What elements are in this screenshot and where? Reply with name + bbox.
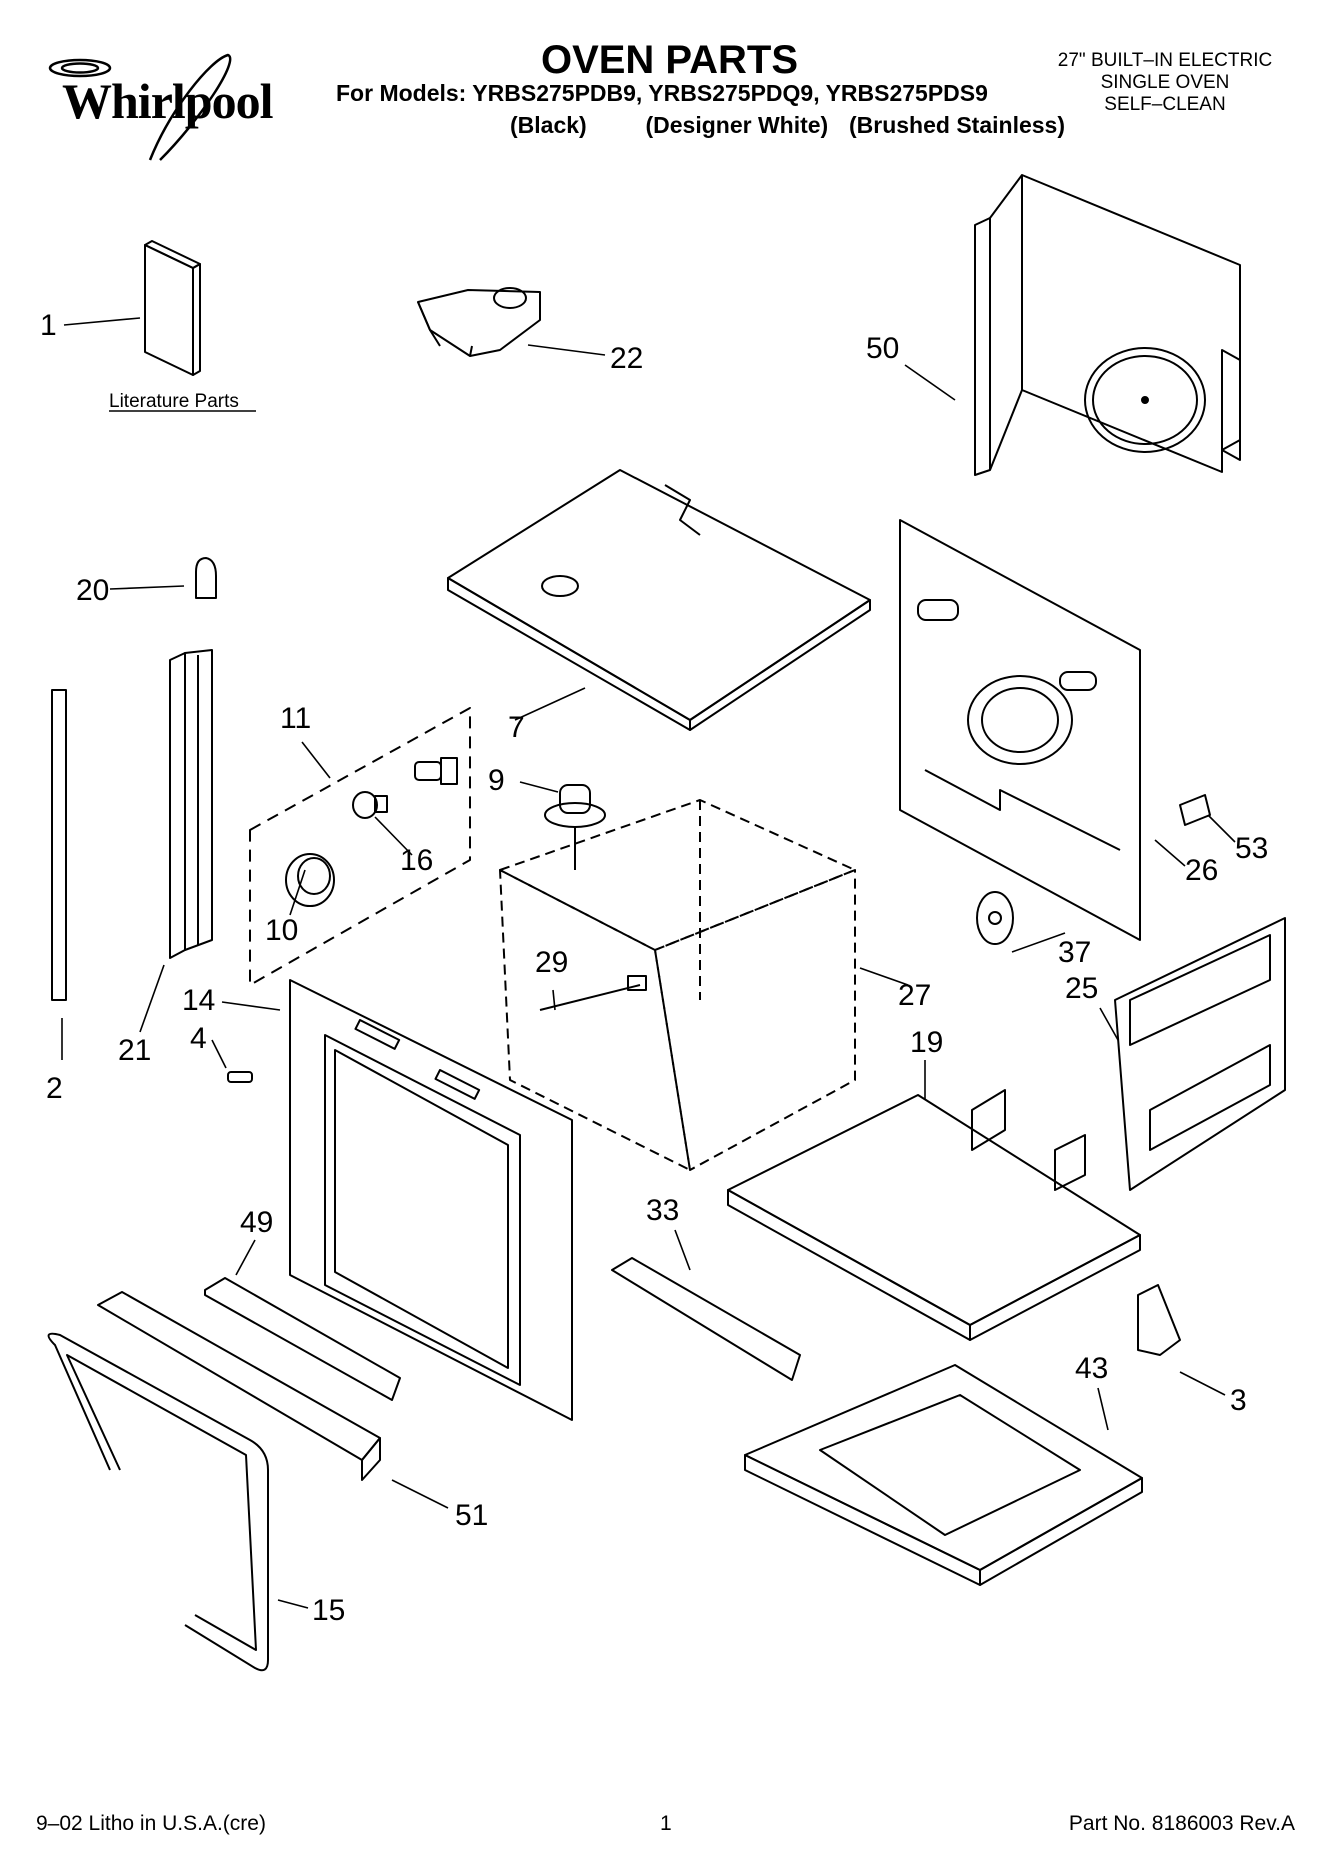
callout-10: 10 <box>265 914 298 947</box>
callout-19: 19 <box>910 1026 943 1059</box>
callout-22: 22 <box>610 342 643 375</box>
callout-27: 27 <box>898 979 931 1012</box>
spec-line: SINGLE OVEN <box>1100 72 1230 93</box>
callout-2: 2 <box>46 1072 63 1105</box>
page-title: OVEN PARTS <box>540 38 799 82</box>
callout-49: 49 <box>240 1206 273 1239</box>
leader-arrows <box>61 317 1236 1609</box>
callout-16: 16 <box>400 844 433 877</box>
part-15-gasket <box>47 1332 269 1672</box>
literature-label: Literature Parts <box>109 391 239 412</box>
part-9-element <box>544 784 606 870</box>
finish-row: (Black) (Designer White) (Brushed Stainl… <box>510 112 1065 139</box>
model-list: For Models: YRBS275PDB9, YRBS275PDQ9, YR… <box>336 80 988 106</box>
part-27-oven-liner <box>499 799 856 1171</box>
finish-stainless: (Brushed Stainless) <box>849 112 1065 138</box>
part-50-back-panel <box>974 174 1241 476</box>
part-49-rail <box>204 1277 401 1401</box>
callout-3: 3 <box>1230 1384 1247 1417</box>
part-21-trim <box>169 649 213 959</box>
part-53-bracket <box>1179 794 1211 826</box>
part-3-bracket <box>1137 1284 1181 1356</box>
footer-litho: 9–02 Litho in U.S.A.(cre) <box>36 1812 266 1835</box>
part-11-switch <box>414 757 458 785</box>
callout-53: 53 <box>1235 832 1268 865</box>
part-7-top-panel <box>447 469 871 731</box>
part-26-back-bracket <box>899 519 1141 941</box>
footer-page-number: 1 <box>660 1812 672 1835</box>
callout-20: 20 <box>76 574 109 607</box>
callout-1: 1 <box>40 309 57 342</box>
callout-7: 7 <box>508 711 525 744</box>
callout-33: 33 <box>646 1194 679 1227</box>
callout-11: 11 <box>280 702 311 735</box>
part-43-tray <box>744 1364 1143 1586</box>
part-33-rail <box>611 1257 801 1381</box>
footer-part-number: Part No. 8186003 Rev.A <box>1068 1812 1295 1835</box>
part-20-clip <box>195 557 217 599</box>
callout-51: 51 <box>455 1499 488 1532</box>
part-29-sensor <box>539 975 647 1011</box>
callout-43: 43 <box>1075 1352 1108 1385</box>
callout-14: 14 <box>182 984 215 1017</box>
callout-26: 26 <box>1185 854 1218 887</box>
callout-37: 37 <box>1058 936 1091 969</box>
callout-50: 50 <box>866 332 899 365</box>
callout-15: 15 <box>312 1594 345 1627</box>
part-25-side-panel <box>1114 917 1286 1191</box>
finish-white: (Designer White) <box>645 112 829 138</box>
finish-black: (Black) <box>510 112 587 138</box>
part-51-vent <box>97 1291 381 1481</box>
part-19-top-shelf <box>727 1089 1141 1341</box>
callout-4: 4 <box>190 1022 207 1055</box>
part-22-shape <box>417 287 541 357</box>
part-2-rod <box>51 689 67 1001</box>
oven-spec: 27" BUILT–IN ELECTRIC SINGLE OVEN SELF–C… <box>1035 50 1295 116</box>
part-14-front-frame <box>289 979 573 1421</box>
callout-21: 21 <box>118 1034 151 1067</box>
spec-line: 27" BUILT–IN ELECTRIC <box>1057 50 1273 71</box>
callout-29: 29 <box>535 946 568 979</box>
part-37-thermostat <box>976 891 1014 945</box>
part-16-knob <box>352 791 388 819</box>
literature-booklet <box>144 240 201 376</box>
part-10-knob <box>285 853 335 907</box>
callout-9: 9 <box>488 764 505 797</box>
callout-numbers: 1 22 50 20 7 11 9 16 10 29 27 2 21 14 4 … <box>40 309 1268 1627</box>
logo-swirl <box>48 53 232 161</box>
group-11-box <box>249 707 471 986</box>
callout-25: 25 <box>1065 972 1098 1005</box>
whirlpool-logo: Whirlpool <box>62 73 273 129</box>
spec-line: SELF–CLEAN <box>1104 94 1226 115</box>
part-4-screw <box>227 1071 253 1083</box>
